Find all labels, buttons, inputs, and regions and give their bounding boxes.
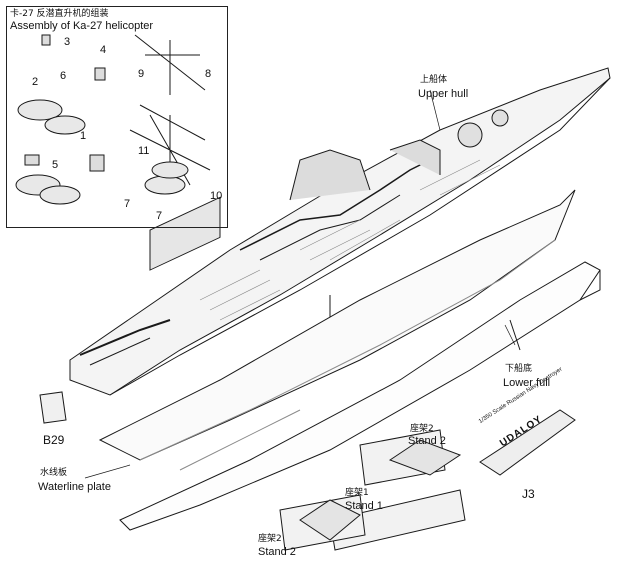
inset-title-zh: 卡-27 反潜直升机的组装: [10, 9, 109, 19]
waterline-label-zh: 水线板: [40, 468, 68, 478]
part-number: 9: [138, 68, 145, 80]
lower-hull-label-zh: 下船底: [505, 364, 533, 374]
stand-1-label-zh: 座架1: [345, 488, 369, 498]
heli-drawings: [15, 34, 211, 205]
inset-title-en: Assembly of Ka-27 helicopter: [10, 20, 154, 32]
upper-hull-label-zh: 上船体: [420, 75, 448, 85]
waterline-label: Waterline plate: [38, 481, 111, 493]
nameplate-base: [479, 409, 576, 476]
lower-hull-outline: [98, 189, 576, 461]
part-b29-label: B29: [43, 433, 65, 447]
upper-hull-outline: [69, 67, 611, 396]
part-number: 11: [138, 145, 150, 157]
stand-2-bottom-label-zh: 座架2: [258, 534, 282, 544]
part-number: 2: [32, 76, 39, 88]
part-number: 10: [210, 190, 223, 202]
part-number: 7: [124, 198, 131, 210]
stand-2-bottom-label: Stand 2: [258, 546, 296, 558]
gun-turret: [457, 122, 483, 148]
part-b29: [39, 391, 67, 424]
upper-hull-label: Upper hull: [418, 88, 469, 100]
part-j3-label: J3: [522, 487, 535, 501]
part-number: 3: [64, 36, 71, 48]
stand-2-top-label-zh: 座架2: [410, 424, 434, 434]
superstructure-block: [149, 196, 221, 271]
stand-1-label: Stand 1: [345, 500, 383, 512]
part-number: 5: [52, 159, 59, 171]
lower-hull-label: Lower full: [503, 377, 551, 389]
part-number: 6: [60, 70, 67, 82]
part-number: 8: [205, 68, 212, 80]
part-number: 7: [156, 210, 163, 222]
stand-2-top-label: Stand 2: [408, 435, 446, 447]
helicopter-inset: [6, 6, 228, 228]
part-number: 1: [80, 130, 87, 142]
waterline-plate: [119, 261, 601, 531]
part-number: 4: [100, 44, 107, 56]
